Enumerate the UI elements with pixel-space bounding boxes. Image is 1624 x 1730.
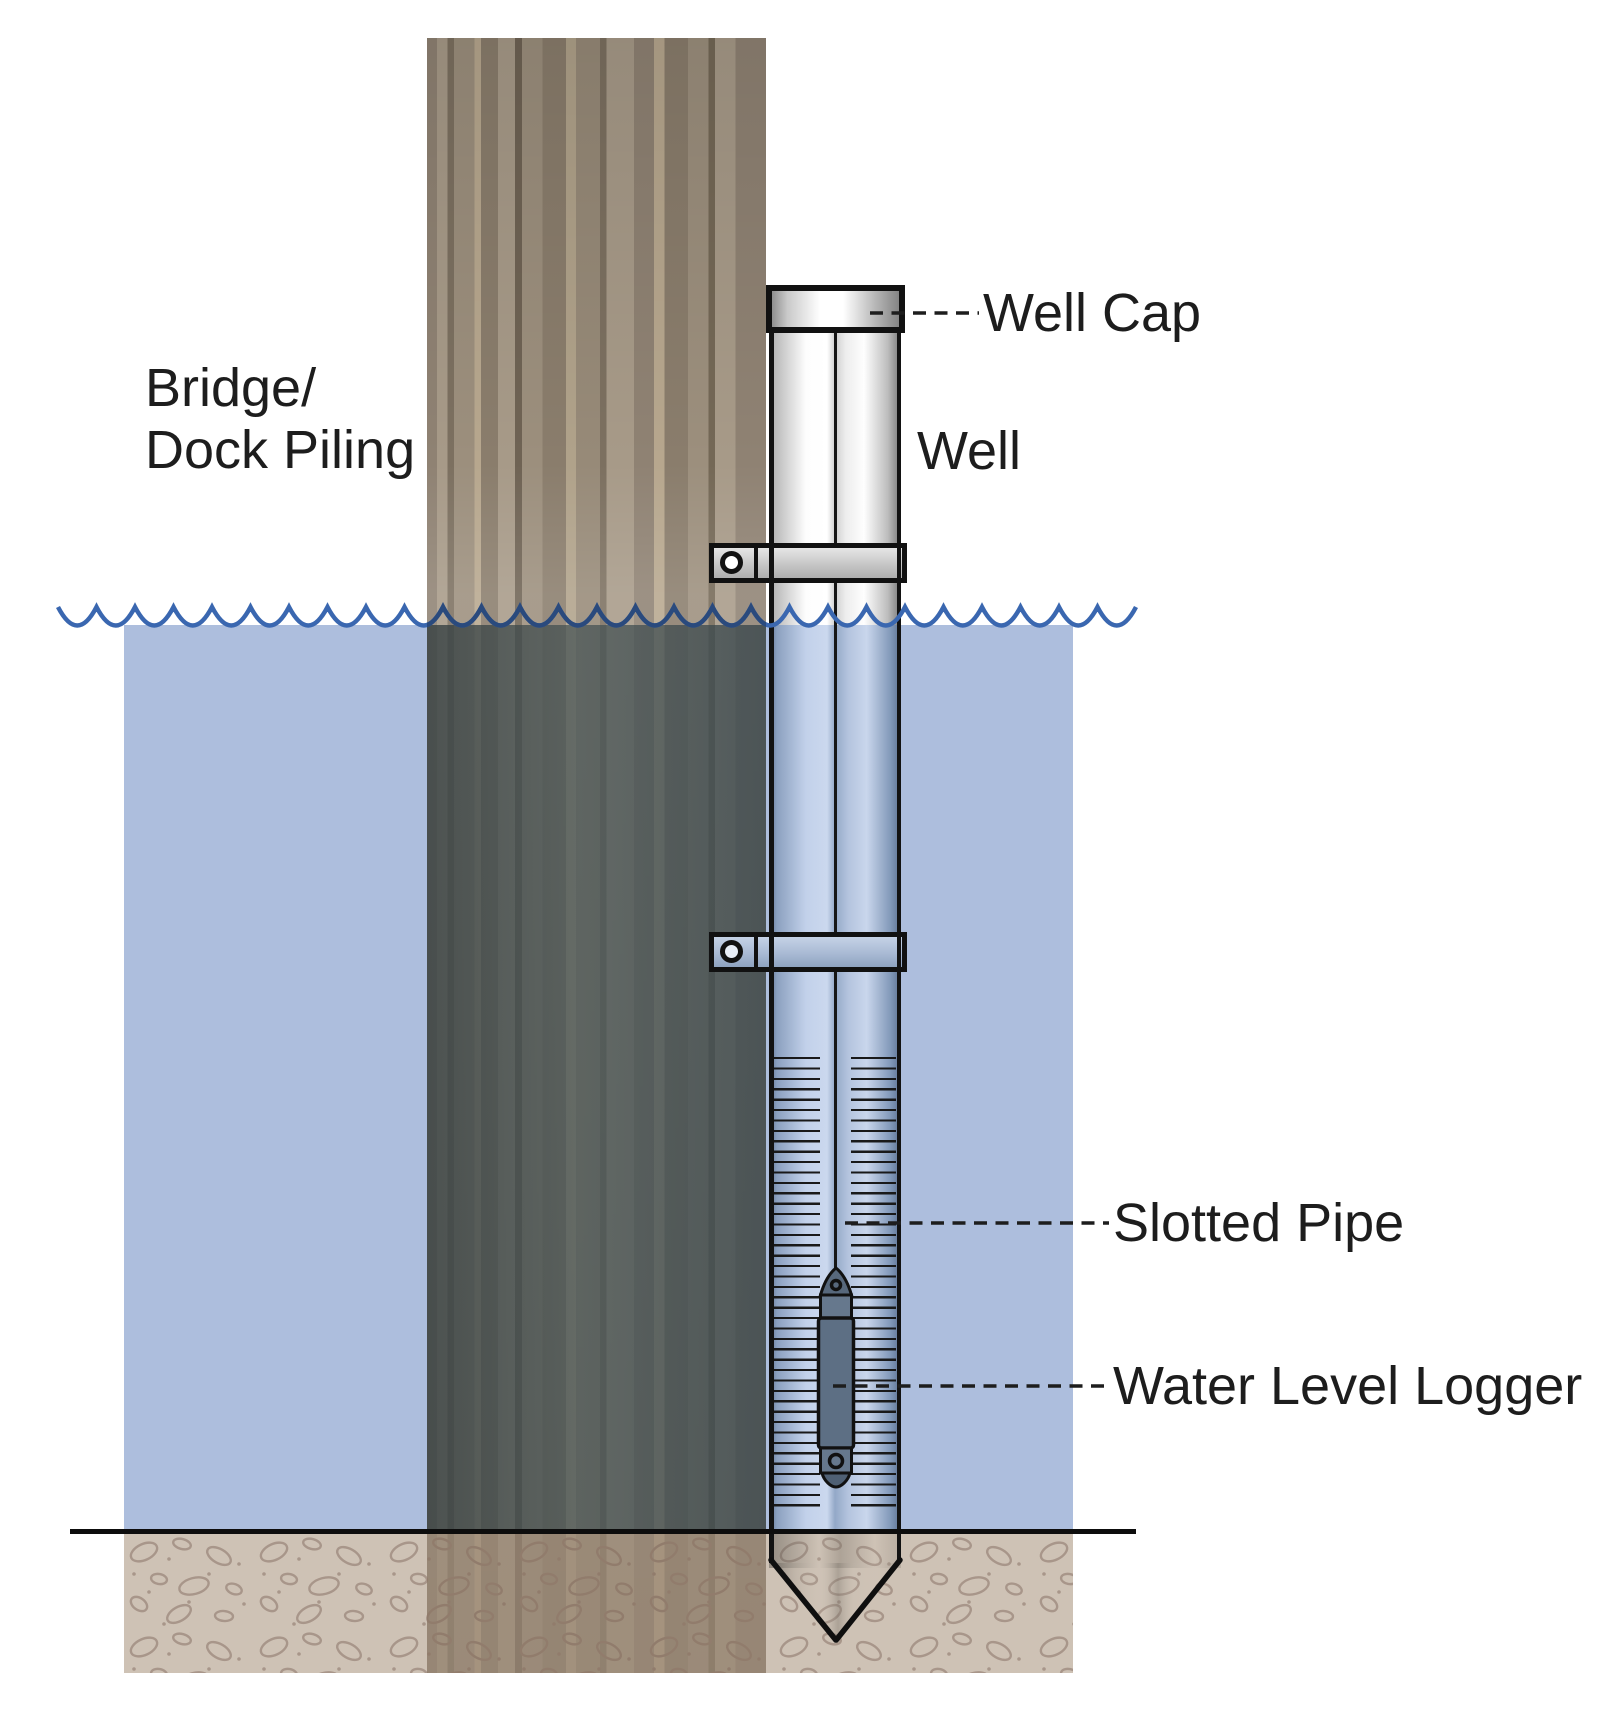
pipe-wall-left	[769, 333, 774, 1563]
piling-label-line1: Bridge/	[145, 358, 317, 418]
bracket-bolt-lower-icon	[720, 940, 743, 963]
bracket-divider	[754, 932, 758, 972]
piling-label-line2: Dock Piling	[145, 420, 416, 480]
slotted-pipe-slots-right	[851, 1057, 896, 1513]
bracket-divider	[754, 543, 758, 583]
sediment-texture	[124, 1534, 1073, 1673]
bracket-bolt-upper-icon	[720, 551, 743, 574]
well-pipe-in-sediment	[769, 1533, 901, 1568]
pebble-pattern	[124, 1534, 1073, 1673]
well-cap-label: Well Cap	[983, 283, 1202, 343]
water-level-logger-label: Water Level Logger	[1113, 1356, 1583, 1416]
piling-underwater-shade	[427, 625, 766, 1533]
pipe-wall-right	[896, 333, 901, 1563]
well-cap	[766, 285, 905, 333]
sediment-surface-line	[70, 1529, 1136, 1534]
logger-suspension-line	[834, 333, 837, 1273]
slotted-pipe-slots-left	[774, 1057, 820, 1513]
piling-buried-shade	[427, 1534, 766, 1673]
slotted-pipe-label: Slotted Pipe	[1113, 1193, 1405, 1253]
well-label: Well	[917, 421, 1022, 481]
bridge-dock-piling	[427, 38, 766, 1673]
piling-label: Bridge/ Dock Piling	[145, 357, 415, 481]
